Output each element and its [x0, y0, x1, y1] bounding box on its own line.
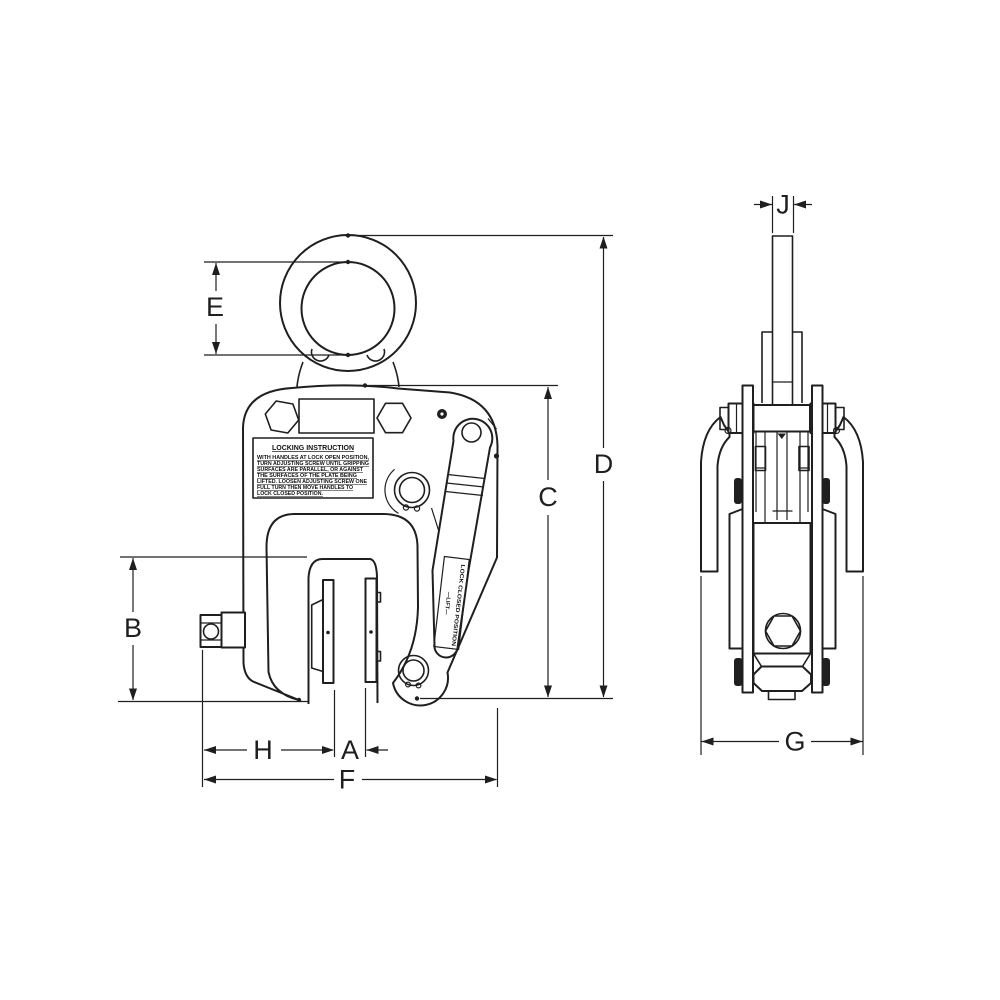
- screw-head-chamfers: [200, 622, 222, 641]
- side-plate-left: [741, 384, 754, 694]
- pad-plate-right: [821, 508, 837, 650]
- lower-snap-ring-outer: [397, 654, 430, 687]
- cam-plate: [752, 522, 812, 655]
- side-handle-right: [833, 416, 864, 573]
- dim-label-H: H: [253, 735, 273, 765]
- dim-label-C: C: [538, 482, 558, 512]
- locking-line: TURN ADJUSTING SCREW UNTIL GRIPPING: [257, 461, 369, 467]
- handle-pivot-hole: [461, 422, 482, 443]
- clip-lower-right: [821, 658, 830, 686]
- dim-label-F: F: [339, 765, 356, 795]
- shank-bar: [771, 235, 794, 405]
- dimension-A: A: [341, 688, 388, 765]
- front-view: LOCK CLOSED POSITION —LIFT—: [199, 233, 500, 707]
- pad-plate-left: [728, 508, 744, 650]
- hex-bolt-middle: [376, 402, 412, 434]
- dim-label-D: D: [594, 449, 614, 479]
- dimension-H: H: [201, 650, 336, 787]
- side-view: [700, 235, 864, 701]
- dim-label-G: G: [784, 727, 805, 757]
- pad-tab-upper: [375, 591, 382, 603]
- cam-hex-bolt: [764, 615, 802, 647]
- locking-instruction-plate: LOCKING INSTRUCTION WITH HANDLES AT LOCK…: [252, 437, 374, 499]
- locking-line: THE SURFACES OF THE PLATE BEING: [257, 473, 357, 479]
- upper-snap-ring-outer: [393, 471, 431, 509]
- screw-boss: [220, 611, 246, 649]
- grip-pad-left-pin: [326, 630, 330, 635]
- eye-hole: [300, 261, 396, 356]
- lifting-eye: [279, 234, 417, 388]
- lower-snap-ring-ear-right: [415, 682, 422, 689]
- handle-grip-label-box: [433, 555, 470, 651]
- name-plate: [298, 398, 375, 434]
- locking-title: LOCKING INSTRUCTION: [272, 445, 354, 452]
- side-shank: [761, 235, 803, 405]
- spacer-block-left: [754, 445, 767, 472]
- lower-snap-ring-ear-left: [405, 681, 412, 688]
- spacer-block-right: [798, 445, 810, 472]
- dim-label-E: E: [206, 292, 224, 322]
- snapring-boss-arc: [384, 468, 399, 514]
- lower-snap-ring-inner: [402, 659, 425, 682]
- upper-snap-ring: [393, 471, 431, 512]
- cam-plate-taper: [752, 653, 812, 667]
- dimension-E: E: [204, 261, 353, 356]
- shank-right-edge: [392, 361, 400, 388]
- central-column-lines: [755, 431, 809, 523]
- clip-upper-left: [734, 478, 742, 504]
- locking-line: FULL TURN THEN MOVE HANDLES TO: [257, 485, 353, 491]
- top-hardware: [264, 398, 447, 434]
- screw-head-hole: [202, 623, 220, 640]
- dimension-G: G: [700, 576, 864, 757]
- locking-line: LOCK CLOSED POSITION.: [257, 491, 324, 497]
- locking-line: LIFTED. LOOSEN ADJUSTING SCREW ONE: [257, 479, 368, 485]
- dimension-B: B: [118, 556, 308, 703]
- retaining-clips: [734, 478, 830, 686]
- dimension-D: D: [348, 234, 614, 700]
- grip-pad-right-pin: [369, 630, 373, 634]
- adjusting-screw: [199, 611, 246, 649]
- locking-line: WITH HANDLES AT LOCK OPEN POSITION,: [257, 455, 370, 461]
- crossbar-marker: [777, 433, 786, 439]
- lock-handle: LOCK CLOSED POSITION —LIFT—: [431, 417, 494, 659]
- rivet-center: [440, 412, 444, 416]
- lower-jaw-block: [752, 665, 812, 692]
- upper-snap-ring-inner: [398, 476, 426, 504]
- handle-hatch-lines: [445, 473, 486, 497]
- lower-jaw-foot: [767, 690, 796, 701]
- locking-plate-border: [252, 437, 374, 499]
- dimension-C: C: [365, 384, 558, 698]
- shoulder-notch-right: [366, 348, 386, 362]
- dimension-J: J: [754, 190, 812, 233]
- shank-left-edge: [296, 361, 304, 388]
- upper-snap-ring-ear-left: [402, 504, 410, 511]
- bolt-end-left: [719, 406, 730, 431]
- dim-label-J: J: [776, 190, 790, 220]
- handle-label-line2: —LIFT—: [443, 591, 452, 615]
- locking-line: SURFACES ARE PARALLEL, OR AGAINST: [257, 467, 364, 473]
- dim-label-A: A: [341, 735, 359, 765]
- pin-ring-right: [832, 426, 841, 435]
- pad-tab-lower: [375, 650, 382, 662]
- side-plate-right: [811, 384, 824, 694]
- upper-snap-ring-ear-right: [413, 505, 421, 512]
- pin-ring-left: [724, 426, 732, 435]
- side-handle-left: [700, 416, 731, 573]
- pivot-crossbar: [752, 404, 811, 433]
- clip-upper-right: [822, 478, 830, 504]
- clip-lower-left: [734, 658, 743, 686]
- side-pin-dot: [493, 453, 500, 459]
- lower-snap-ring: [397, 654, 430, 689]
- jaw-assembly: [307, 558, 382, 704]
- handle-outline: [431, 417, 494, 659]
- shank-cheek-plates: [761, 331, 803, 403]
- pivot-boss-line: [487, 418, 497, 430]
- hex-bolt-left: [264, 400, 300, 434]
- dimension-F: F: [204, 708, 499, 795]
- dim-label-B: B: [124, 613, 142, 643]
- shoulder-notch-left: [310, 348, 330, 362]
